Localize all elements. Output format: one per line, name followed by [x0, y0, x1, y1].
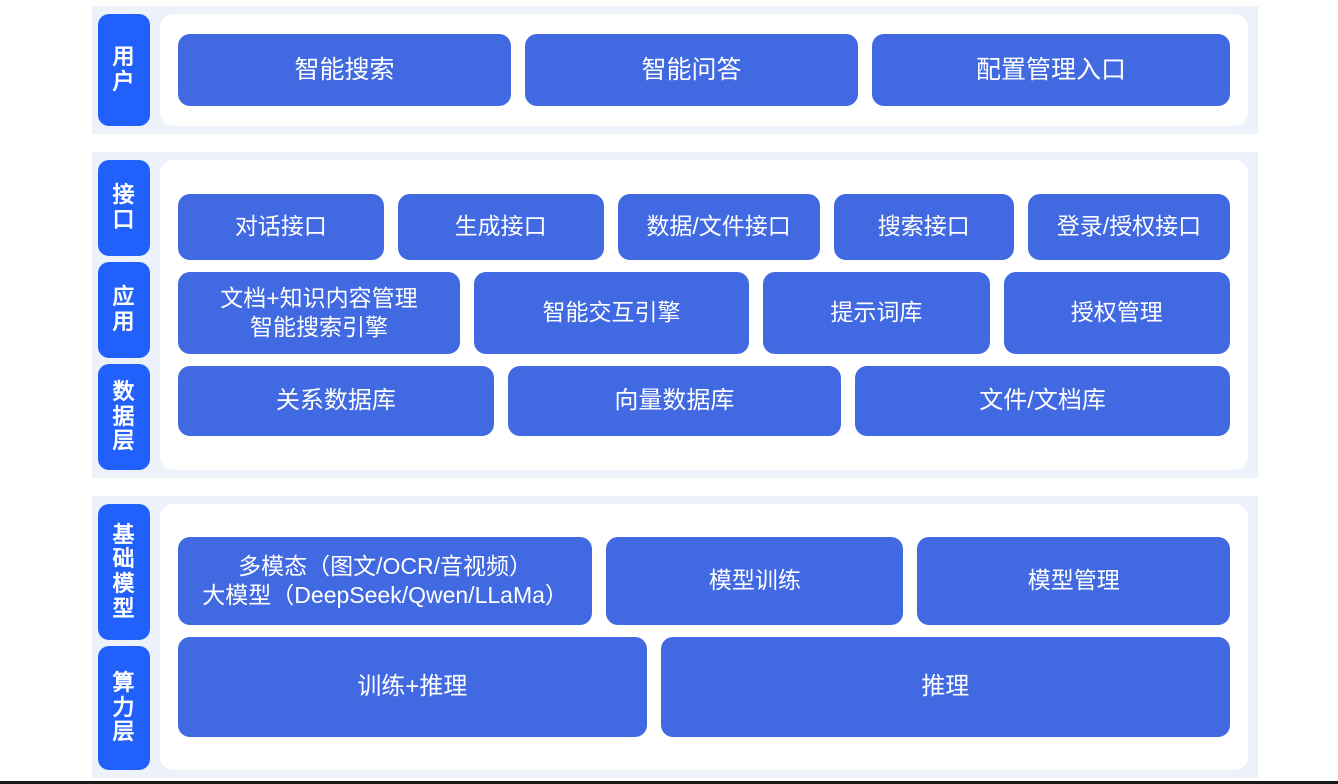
cell-search-api[interactable]: 搜索接口 — [833, 194, 1014, 260]
cell-model-training[interactable]: 模型训练 — [606, 537, 904, 625]
section-middle: 接口 应用 数据层 对话接口 生成接口 数据/文件接口 搜索接口 登录/授权接口… — [92, 152, 1258, 478]
cell-vector-database[interactable]: 向量数据库 — [507, 366, 842, 436]
rail-middle: 接口 应用 数据层 — [92, 152, 156, 478]
cell-doc-knowledge-management[interactable]: 文档+知识内容管理 智能搜索引擎 — [178, 272, 460, 354]
row-user-capabilities: 智能搜索 智能问答 配置管理入口 — [178, 34, 1230, 106]
rail-base: 基础模型 算力层 — [92, 496, 156, 778]
cell-relational-database[interactable]: 关系数据库 — [178, 366, 494, 436]
cell-dialog-api[interactable]: 对话接口 — [178, 194, 384, 260]
cell-inference[interactable]: 推理 — [660, 637, 1230, 737]
layer-badge-interface[interactable]: 接口 — [98, 160, 150, 256]
cell-data-file-api[interactable]: 数据/文件接口 — [617, 194, 820, 260]
row-data-stores: 关系数据库 向量数据库 文件/文档库 — [178, 366, 1230, 436]
cell-login-auth-api[interactable]: 登录/授权接口 — [1027, 194, 1230, 260]
row-models: 多模态（图文/OCR/音视频） 大模型（DeepSeek/Qwen/LLaMa）… — [178, 537, 1230, 625]
cell-generation-api[interactable]: 生成接口 — [397, 194, 604, 260]
rail-user: 用户 — [92, 6, 156, 134]
layer-badge-application[interactable]: 应用 — [98, 262, 150, 358]
panel-middle: 对话接口 生成接口 数据/文件接口 搜索接口 登录/授权接口 文档+知识内容管理… — [160, 160, 1248, 470]
row-applications: 文档+知识内容管理 智能搜索引擎 智能交互引擎 提示词库 授权管理 — [178, 272, 1230, 354]
row-interfaces: 对话接口 生成接口 数据/文件接口 搜索接口 登录/授权接口 — [178, 194, 1230, 260]
cell-file-document-store[interactable]: 文件/文档库 — [855, 366, 1230, 436]
cell-training-and-inference[interactable]: 训练+推理 — [178, 637, 647, 737]
layer-badge-data[interactable]: 数据层 — [98, 364, 150, 470]
section-user: 用户 智能搜索 智能问答 配置管理入口 — [92, 6, 1258, 134]
cell-interaction-engine[interactable]: 智能交互引擎 — [473, 272, 750, 354]
panel-user: 智能搜索 智能问答 配置管理入口 — [160, 14, 1248, 126]
cell-prompt-library[interactable]: 提示词库 — [763, 272, 990, 354]
panel-base: 多模态（图文/OCR/音视频） 大模型（DeepSeek/Qwen/LLaMa）… — [160, 504, 1248, 770]
row-compute: 训练+推理 推理 — [178, 637, 1230, 737]
cell-smart-search[interactable]: 智能搜索 — [178, 34, 511, 106]
cell-authorization-management[interactable]: 授权管理 — [1003, 272, 1230, 354]
cell-model-management[interactable]: 模型管理 — [917, 537, 1230, 625]
section-base: 基础模型 算力层 多模态（图文/OCR/音视频） 大模型（DeepSeek/Qw… — [92, 496, 1258, 778]
layer-badge-compute[interactable]: 算力层 — [98, 646, 150, 770]
layer-badge-foundation-model[interactable]: 基础模型 — [98, 504, 150, 640]
bottom-rule — [0, 781, 1338, 784]
cell-smart-qa[interactable]: 智能问答 — [524, 34, 858, 106]
cell-multimodal-large-model[interactable]: 多模态（图文/OCR/音视频） 大模型（DeepSeek/Qwen/LLaMa） — [178, 537, 593, 625]
layer-badge-user[interactable]: 用户 — [98, 14, 150, 126]
cell-config-management-entry[interactable]: 配置管理入口 — [871, 34, 1230, 106]
